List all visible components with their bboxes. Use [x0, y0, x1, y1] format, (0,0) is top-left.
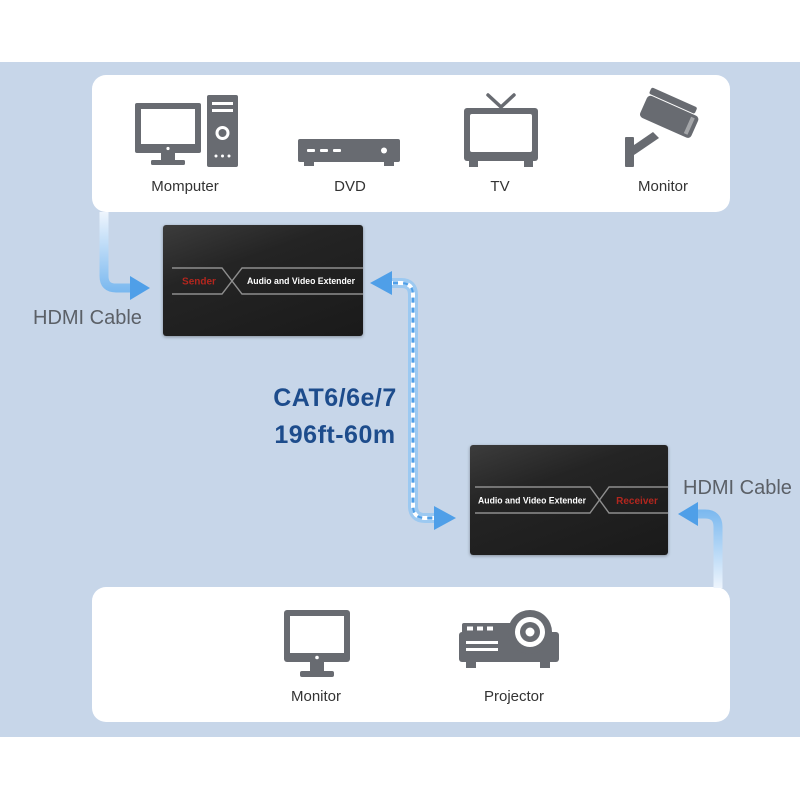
receiver-tag: Receiver — [616, 496, 658, 507]
hdmi-output-label: HDMI Cable — [683, 477, 792, 499]
dvd-player-icon — [298, 139, 400, 166]
cable-type-label: CAT6/6e/7 — [273, 384, 397, 412]
transmitter-tag: Sender — [182, 277, 216, 288]
crossover-line — [172, 267, 363, 295]
transmitter-title: Audio and Video Extender — [247, 276, 356, 286]
device-label: Momputer — [151, 178, 219, 195]
device-label: Monitor — [290, 688, 342, 705]
monitor-icon — [284, 610, 350, 677]
hdmi-input-label: HDMI Cable — [33, 307, 142, 329]
transmitter-faceplate: Sender Audio and Video Extender — [172, 267, 363, 295]
computer-icon — [135, 95, 238, 167]
source-devices-panel: Momputer DVD TV — [92, 75, 730, 212]
tv-icon — [464, 93, 538, 167]
device-label: Projector — [483, 688, 545, 705]
crossover-line — [475, 486, 668, 514]
projector-icon — [459, 610, 559, 668]
device-label: TV — [490, 178, 510, 195]
device-label: DVD — [334, 178, 366, 195]
source-device-computer: Momputer — [125, 90, 245, 200]
receiver-unit: Audio and Video Extender Receiver — [470, 445, 668, 555]
source-device-dvd: DVD — [290, 90, 410, 200]
receiver-faceplate: Audio and Video Extender Receiver — [475, 486, 668, 514]
display-device-projector: Projector — [454, 602, 574, 712]
transmitter-unit: Sender Audio and Video Extender — [163, 225, 363, 336]
device-label: Monitor — [637, 178, 689, 195]
security-camera-icon — [625, 87, 699, 167]
source-device-camera: Monitor — [603, 87, 723, 200]
display-devices-panel: Monitor Projector — [92, 587, 730, 722]
source-device-tv: TV — [440, 90, 560, 200]
cable-distance-label: 196ft-60m — [274, 421, 396, 449]
receiver-title: Audio and Video Extender — [478, 496, 587, 506]
display-device-monitor: Monitor — [256, 602, 376, 712]
